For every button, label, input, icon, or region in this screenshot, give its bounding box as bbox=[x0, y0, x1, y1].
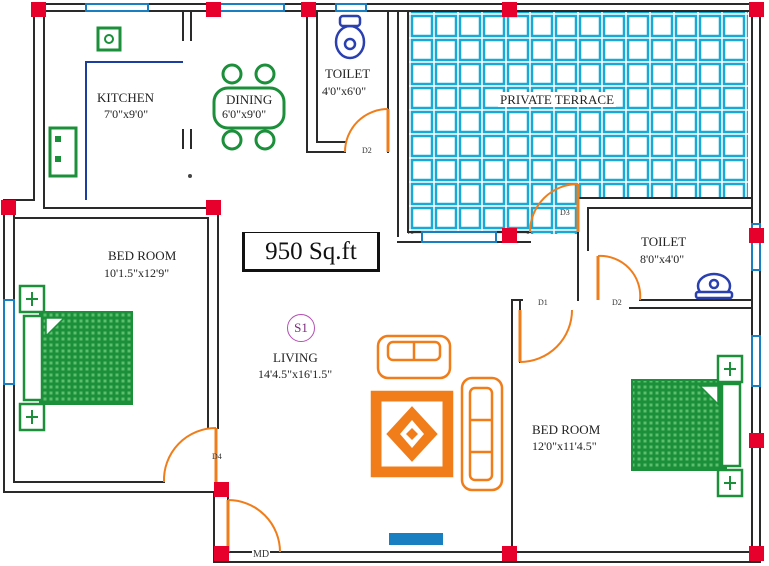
bed-right bbox=[631, 354, 744, 498]
door-tag-d2-toilet: D2 bbox=[362, 146, 372, 155]
door-tag-d1-bedroom2: D1 bbox=[538, 298, 548, 307]
bedroom1-dims: 10'1.5"x12'9" bbox=[104, 266, 170, 280]
toilet1-label: TOILET bbox=[325, 66, 371, 81]
kitchen-counter bbox=[48, 26, 192, 200]
toilet1-dims: 4'0"x6'0" bbox=[322, 84, 367, 98]
dining-label: DINING bbox=[226, 92, 273, 107]
walls bbox=[3, 3, 761, 563]
bedroom2-label: BED ROOM bbox=[532, 422, 601, 437]
toilet2-dims: 8'0"x4'0" bbox=[640, 252, 685, 266]
door-tag-d2-toilet2: D2 bbox=[612, 298, 622, 307]
bedroom2-dims: 12'0"x11'4.5" bbox=[532, 439, 597, 453]
area-label: 950 Sq.ft bbox=[242, 232, 380, 272]
bedroom1-label: BED ROOM bbox=[108, 248, 177, 263]
terrace-label: PRIVATE TERRACE bbox=[498, 92, 617, 107]
dining-dims: 6'0"x9'0" bbox=[222, 107, 267, 121]
toilet2-fixture bbox=[694, 272, 734, 300]
kitchen-dims: 7'0"x9'0" bbox=[104, 107, 149, 121]
door-tag-main: MD bbox=[252, 549, 271, 560]
living-dims: 14'4.5"x16'1.5" bbox=[258, 367, 333, 381]
windows bbox=[3, 3, 761, 545]
bed-left bbox=[18, 284, 133, 432]
columns bbox=[1, 2, 764, 561]
kitchen-label: KITCHEN bbox=[97, 90, 155, 105]
terrace-floor-lower bbox=[408, 198, 578, 234]
door-swings bbox=[162, 108, 642, 553]
staircase-marker: S1 bbox=[287, 314, 315, 342]
living-furniture bbox=[370, 334, 504, 492]
dining-set bbox=[212, 63, 286, 151]
living-label: LIVING bbox=[273, 350, 318, 365]
door-tag-d1-bedroom1: D4 bbox=[212, 452, 222, 461]
toilet1-fixture bbox=[334, 14, 366, 60]
door-tag-d3-terrace: D3 bbox=[560, 208, 570, 217]
toilet2-label: TOILET bbox=[641, 234, 687, 249]
